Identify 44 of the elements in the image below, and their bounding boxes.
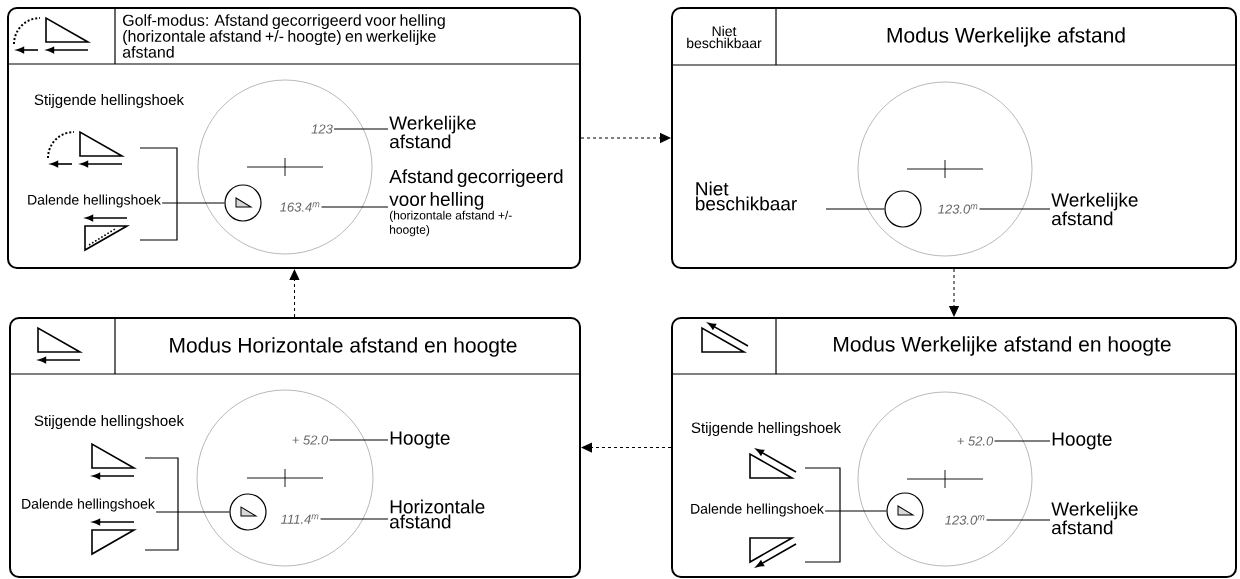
indicator-circle (884, 190, 922, 228)
viewfinder-circle (857, 81, 1033, 257)
display-reading: 123 (311, 124, 333, 134)
leader-line (161, 202, 225, 204)
leader-line (328, 439, 389, 441)
leader-line (986, 519, 1051, 521)
callout-text: Werkelijke afstand (1051, 192, 1138, 226)
callout-text: Hoogte (1052, 432, 1112, 450)
arrow (580, 133, 671, 143)
callout-text: Hoogte (390, 431, 450, 449)
leader-line (320, 518, 389, 520)
display-reading: + 52.0 (957, 436, 994, 446)
leader-line (825, 208, 885, 210)
viewfinder-circle (197, 79, 373, 255)
viewfinder-circle (196, 389, 374, 567)
callout-text: Werkelijke afstand (389, 115, 476, 149)
callout-text: Horizontale afstand (390, 499, 485, 529)
callout-text: Dalende hellingshoek (28, 194, 161, 208)
display-reading: + 52.0 (292, 435, 329, 445)
viewfinder-circle (857, 391, 1033, 567)
arrow (581, 442, 672, 453)
display-reading: 163.4$^{m}$ (280, 202, 320, 212)
display-reading: 123.0$^{m}$ (938, 204, 978, 214)
leader-line (979, 208, 1051, 210)
callout-text: Dalende hellingshoek (691, 503, 824, 517)
leader-line (824, 510, 887, 512)
callout-text: Niet beschikbaar (696, 181, 797, 211)
callout-text: Afstand gecorrigeerd voor helling (horizontale afstand +/- hoogte) (389, 169, 563, 237)
leader-line (333, 128, 389, 130)
indicator-circle (886, 492, 924, 530)
arrow (289, 269, 300, 318)
arrow (949, 268, 959, 317)
display-reading: 123.0$^{m}$ (945, 515, 985, 525)
indicator-circle (224, 184, 262, 222)
leader-line (155, 511, 230, 513)
callout-text: Dalende hellingshoek (22, 498, 155, 512)
label-text: Stijgende hellingshoek (691, 422, 841, 436)
leader-line (993, 440, 1051, 442)
indicator-circle (229, 493, 267, 531)
label-text: Stijgende hellingshoek (34, 94, 184, 108)
leader-line (321, 206, 389, 208)
callout-text: Werkelijke afstand (1051, 501, 1138, 535)
label-text: Stijgende hellingshoek (34, 415, 184, 429)
display-reading: 111.4$^{m}$ (281, 514, 319, 524)
